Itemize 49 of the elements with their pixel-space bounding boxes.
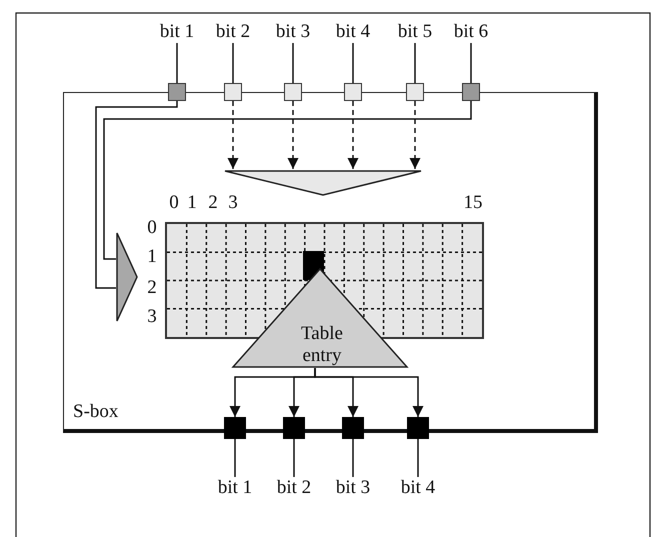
- bit-label: bit 2: [214, 21, 252, 43]
- bit-label: bit 1: [158, 21, 196, 43]
- input-bit-square: [168, 83, 186, 101]
- connector-line: [292, 43, 294, 83]
- column-index: 15: [462, 192, 484, 214]
- arrow: [228, 101, 238, 169]
- connector-line: [417, 439, 419, 477]
- input-bit-square: [284, 83, 302, 101]
- column-index: 3: [227, 192, 239, 214]
- input-bit-square: [224, 83, 242, 101]
- row-index: 3: [146, 306, 158, 328]
- input-bit-square: [406, 83, 424, 101]
- column-index: 0: [168, 192, 180, 214]
- bit-label: bit 2: [276, 477, 312, 499]
- input-bit-square: [344, 83, 362, 101]
- arrow: [348, 101, 358, 169]
- bit-label: bit 3: [274, 21, 312, 43]
- connector-line: [176, 43, 178, 83]
- sbox-frame: [63, 92, 598, 433]
- bit-label: bit 4: [400, 477, 436, 499]
- arrow: [314, 368, 424, 417]
- connector-line: [234, 439, 236, 477]
- bit-label: bit 5: [396, 21, 434, 43]
- connector-line: [103, 101, 472, 260]
- connector-line: [352, 439, 354, 477]
- row-index: 2: [146, 277, 158, 299]
- arrow: [410, 101, 420, 169]
- bit-label: bit 1: [216, 477, 254, 499]
- output-bit-square: [224, 417, 246, 439]
- bit-label: bit 3: [334, 477, 372, 499]
- input-bit-square: [462, 83, 480, 101]
- row-index: 0: [146, 217, 158, 239]
- output-bit-square: [407, 417, 429, 439]
- row-index: 1: [146, 246, 158, 268]
- connector-line: [95, 101, 178, 289]
- arrow: [288, 101, 298, 169]
- triangle-label: Table entry: [300, 323, 344, 367]
- connector-line: [232, 43, 234, 83]
- output-bit-square: [342, 417, 364, 439]
- sbox-label: S-box: [73, 401, 118, 423]
- connector-line: [414, 43, 416, 83]
- connector-line: [293, 439, 295, 477]
- connector-line: [470, 43, 472, 83]
- column-index: 1: [186, 192, 198, 214]
- bit-label: bit 6: [452, 21, 490, 43]
- output-bit-square: [283, 417, 305, 439]
- connector-line: [352, 43, 354, 83]
- bit-label: bit 4: [334, 21, 372, 43]
- column-index: 2: [207, 192, 219, 214]
